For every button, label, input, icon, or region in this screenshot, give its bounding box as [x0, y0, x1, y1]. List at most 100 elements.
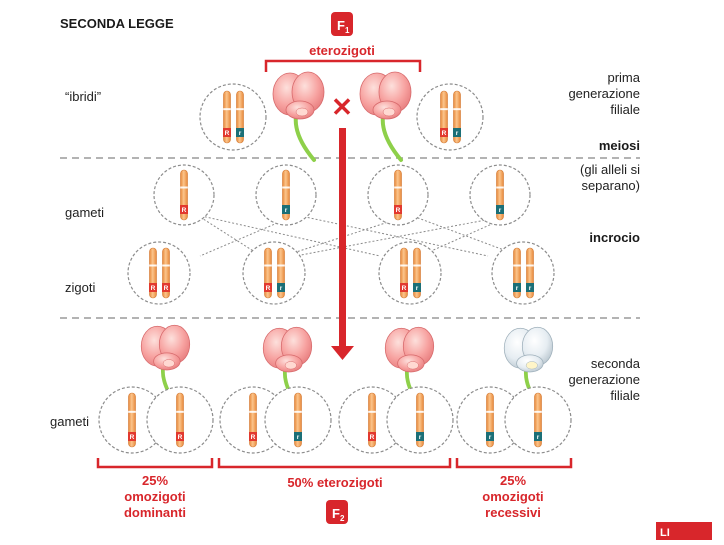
crossing-lines [196, 214, 521, 259]
svg-text:R: R [225, 130, 230, 137]
allele-recessive-marker: r [526, 283, 534, 292]
cell-zygote-2 [242, 241, 306, 305]
svg-text:filiale: filiale [610, 388, 640, 403]
chromosome: R [264, 247, 272, 299]
flower-f2-4-white [503, 326, 554, 413]
allele-dominant-marker: R [249, 432, 257, 441]
svg-text:R: R [182, 207, 187, 214]
allele-dominant-marker: R [149, 283, 157, 292]
allele-dominant-marker: R [162, 283, 170, 292]
svg-text:seconda: seconda [591, 356, 641, 371]
cell-zygote-3 [378, 241, 442, 305]
allele-dominant-marker: R [128, 432, 136, 441]
chromosome: r [413, 247, 421, 299]
svg-text:F: F [337, 18, 345, 33]
svg-text:r: r [516, 285, 519, 292]
chromosome: r [513, 247, 521, 299]
svg-text:dominanti: dominanti [124, 505, 186, 520]
cell-f1-left [199, 83, 267, 151]
allele-recessive-marker: r [513, 283, 521, 292]
f2-badge: F 2 [326, 500, 348, 524]
chromosome: r [526, 247, 534, 299]
svg-text:R: R [266, 285, 271, 292]
corner-mark: LI [656, 522, 712, 540]
svg-text:R: R [370, 434, 375, 441]
svg-text:omozigoti: omozigoti [124, 489, 185, 504]
chromosome: R [440, 90, 448, 144]
chromosome: R [180, 169, 188, 221]
allele-dominant-marker: R [176, 432, 184, 441]
svg-text:r: r [456, 130, 459, 137]
svg-text:r: r [529, 285, 532, 292]
allele-recessive-marker: r [236, 128, 244, 137]
svg-text:R: R [178, 434, 183, 441]
chromosome: r [282, 169, 290, 221]
allele-dominant-marker: R [440, 128, 448, 137]
chromosome: r [486, 392, 494, 448]
svg-text:R: R [402, 285, 407, 292]
label-gameti-bottom: gameti [50, 414, 89, 429]
allele-dominant-marker: R [394, 205, 402, 214]
svg-text:25%: 25% [500, 473, 526, 488]
chromosome: R [223, 90, 231, 144]
svg-text:1: 1 [345, 26, 350, 35]
chromosome: r [496, 169, 504, 221]
svg-text:recessivi: recessivi [485, 505, 541, 520]
allele-recessive-marker: r [282, 205, 290, 214]
chromosome: R [176, 392, 184, 448]
label-gameti-top: gameti [65, 205, 104, 220]
allele-recessive-marker: r [294, 432, 302, 441]
label-seconda-generazione: seconda generazione filiale [568, 356, 640, 403]
svg-text:LI: LI [660, 527, 670, 539]
svg-text:r: r [499, 207, 502, 214]
f1-bracket [264, 59, 422, 72]
label-ibridi: “ibridi” [65, 89, 101, 104]
svg-text:generazione: generazione [568, 372, 640, 387]
f1-label: eterozigoti [309, 43, 375, 58]
svg-text:50% eterozigoti: 50% eterozigoti [287, 475, 382, 490]
label-zigoti: zigoti [65, 280, 95, 295]
svg-text:r: r [419, 434, 422, 441]
group-eterozigoti: 50% eterozigoti [287, 475, 382, 490]
svg-text:r: r [416, 285, 419, 292]
flower-f2-3 [384, 326, 435, 413]
svg-text:omozigoti: omozigoti [482, 489, 543, 504]
svg-text:prima: prima [607, 70, 640, 85]
svg-text:F: F [332, 506, 340, 521]
bottom-brackets [96, 458, 573, 469]
svg-text:r: r [239, 130, 242, 137]
chromosome: r [453, 90, 461, 144]
svg-text:25%: 25% [142, 473, 168, 488]
chromosome: r [277, 247, 285, 299]
svg-text:(gli alleli si: (gli alleli si [580, 162, 640, 177]
chromosome: r [236, 90, 244, 144]
allele-dominant-marker: R [400, 283, 408, 292]
svg-text:2: 2 [340, 514, 345, 523]
diagram-title: SECONDA LEGGE [60, 16, 174, 31]
label-alleli-separano: (gli alleli si separano) [580, 162, 640, 193]
chromosome: R [249, 392, 257, 448]
svg-text:separano): separano) [581, 178, 640, 193]
generation-arrow [331, 128, 354, 360]
svg-text:R: R [151, 285, 156, 292]
allele-recessive-marker: r [277, 283, 285, 292]
f1-badge: F 1 [331, 12, 353, 36]
allele-recessive-marker: r [453, 128, 461, 137]
svg-text:r: r [489, 434, 492, 441]
label-prima-generazione: prima generazione filiale [568, 70, 640, 117]
allele-dominant-marker: R [368, 432, 376, 441]
allele-dominant-marker: R [264, 283, 272, 292]
allele-recessive-marker: r [413, 283, 421, 292]
cross-symbol: ✕ [331, 92, 353, 122]
chromosome: r [416, 392, 424, 448]
chromosome: r [534, 392, 542, 448]
chromosome: R [162, 247, 170, 299]
label-incrocio: incrocio [589, 230, 640, 245]
svg-text:R: R [251, 434, 256, 441]
svg-text:filiale: filiale [610, 102, 640, 117]
allele-dominant-marker: R [223, 128, 231, 137]
flower-f1-left [272, 71, 325, 162]
cell-zygote-4 [491, 241, 555, 305]
chromosome: R [149, 247, 157, 299]
